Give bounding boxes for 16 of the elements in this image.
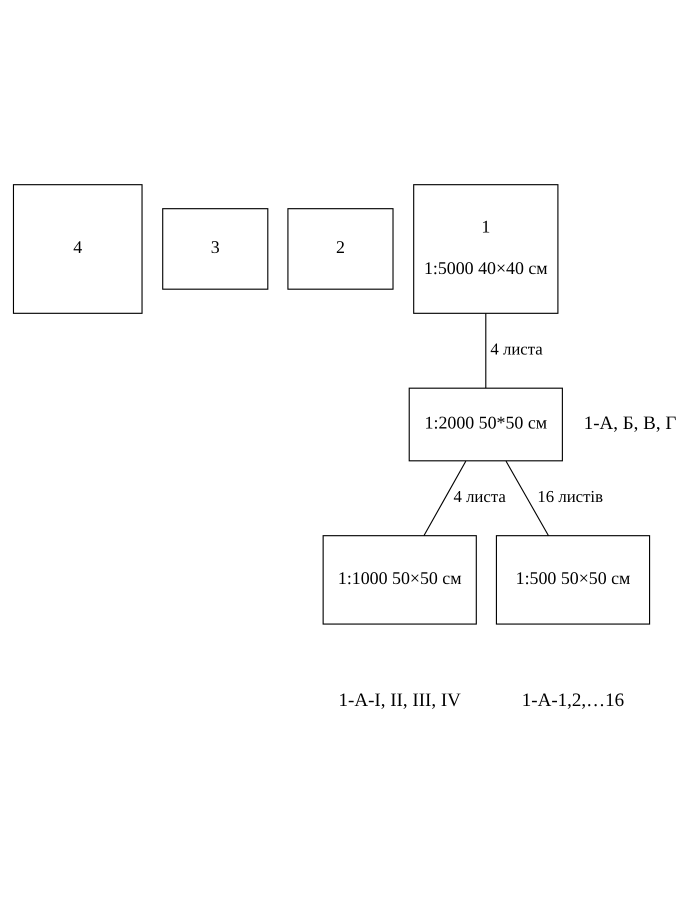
connector: [484, 313, 486, 388]
edge-label: 16 листів: [536, 486, 602, 506]
node-box: 1:2000 50*50 см: [408, 387, 562, 461]
edge-label: 4 листа: [490, 339, 542, 358]
connector: [505, 460, 548, 536]
node-box: 1:1000 50×50 см: [322, 534, 476, 624]
node-box: 2: [286, 208, 394, 290]
node-box: 1 1:5000 40×40 см: [412, 184, 558, 314]
node-box: 3: [162, 208, 268, 290]
node-box: 4: [12, 184, 142, 314]
node-box: 1:500 50×50 см: [495, 534, 650, 624]
node-label: 1-А, Б, В, Г: [583, 412, 676, 434]
node-label: 1-A-1,2,…16: [521, 689, 624, 710]
node-label: 1-A-I, II, III, IV: [338, 689, 460, 710]
connector: [423, 460, 466, 536]
edge-label: 4 листа: [453, 486, 506, 506]
